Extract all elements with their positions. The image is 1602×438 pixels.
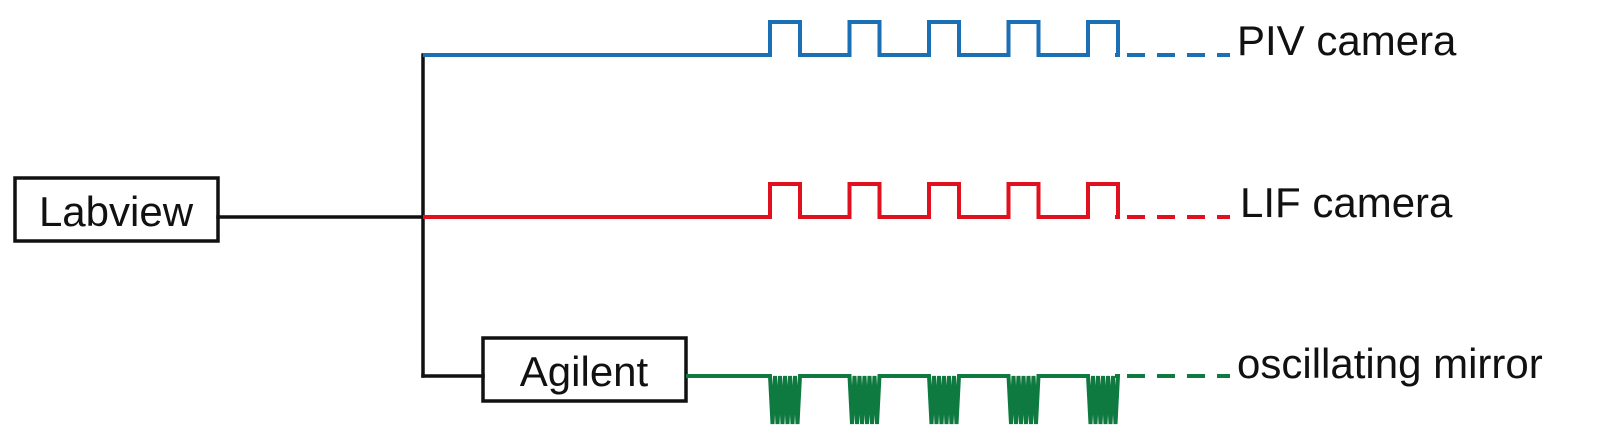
lif-camera-signal (423, 182, 1120, 219)
labview-label: Labview (39, 188, 194, 235)
oscillating-mirror-signal (686, 374, 1121, 425)
labview-box (13, 176, 220, 243)
agilent-box (481, 336, 688, 403)
piv-camera-label: PIV camera (1237, 17, 1457, 64)
lif-camera-label: LIF camera (1240, 179, 1453, 226)
oscillating-mirror-label: oscillating mirror (1237, 340, 1543, 387)
piv-camera-signal (423, 20, 1120, 57)
agilent-label: Agilent (520, 348, 649, 395)
